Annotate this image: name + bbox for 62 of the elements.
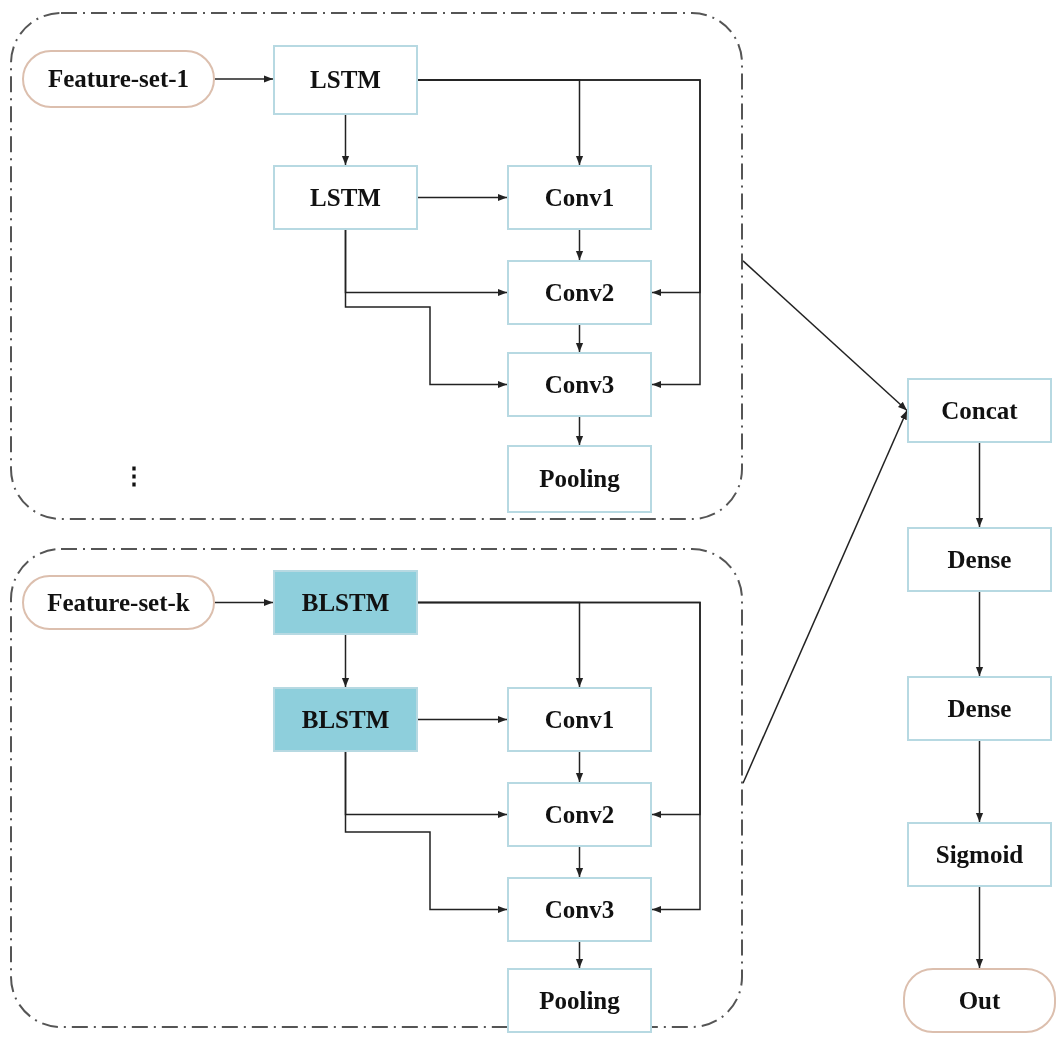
arrow <box>341 114 350 166</box>
arrow <box>975 740 984 823</box>
arrow <box>575 416 584 446</box>
arrow <box>341 634 350 688</box>
layer-label: Conv3 <box>544 895 615 924</box>
layer-label: Conv2 <box>544 278 615 307</box>
arrow <box>417 79 701 389</box>
arrow <box>417 715 508 724</box>
layer-box <box>507 165 652 230</box>
layer-box <box>273 165 418 230</box>
terminal-pill <box>22 575 215 630</box>
layer-label: Concat <box>941 396 1018 425</box>
layer-label: LSTM <box>310 183 381 212</box>
layer-label: Conv1 <box>544 183 615 212</box>
layer-label: Pooling <box>539 465 620 493</box>
layer-label: LSTM <box>310 66 381 94</box>
highlighted-layer-box <box>273 687 418 752</box>
arrow <box>575 324 584 353</box>
layer-box <box>507 260 652 325</box>
arrow <box>742 260 908 412</box>
ellipsis-label: ⋮ <box>122 462 146 490</box>
arrow <box>575 751 584 783</box>
layer-box <box>907 527 1052 592</box>
layer-label: Feature-set-1 <box>47 65 190 93</box>
layer-label: Conv3 <box>544 370 615 399</box>
arrow <box>214 598 274 607</box>
layer-label: Dense <box>947 545 1012 574</box>
layer-label: Sigmoid <box>935 840 1024 869</box>
arrow <box>575 229 584 261</box>
arrow <box>975 591 984 677</box>
layer-box <box>907 822 1052 887</box>
layer-label: Dense <box>947 694 1012 723</box>
arrow <box>344 229 508 389</box>
layer-box <box>907 378 1052 443</box>
terminal-pill <box>903 968 1056 1033</box>
arrow <box>575 846 584 878</box>
layer-label: Feature-set-k <box>47 588 190 617</box>
layer-label: BLSTM <box>301 705 390 734</box>
layer-box <box>507 352 652 417</box>
arrow <box>344 751 508 914</box>
layer-label: BLSTM <box>301 588 390 617</box>
arrow <box>214 75 274 83</box>
layer-box <box>507 968 652 1033</box>
highlighted-layer-box <box>273 570 418 635</box>
dashed-group-frame <box>10 12 743 520</box>
arrow <box>417 193 508 202</box>
arrow <box>975 442 984 528</box>
layer-box <box>507 687 652 752</box>
layer-label: Out <box>958 986 1001 1015</box>
layer-box <box>507 782 652 847</box>
terminal-pill <box>22 50 215 108</box>
arrow <box>417 601 701 914</box>
arrow <box>742 409 908 784</box>
layer-box <box>507 877 652 942</box>
layer-box <box>273 45 418 115</box>
layer-label: Conv2 <box>544 800 615 829</box>
arrow <box>575 941 584 969</box>
layer-label: Pooling <box>539 986 620 1015</box>
layer-label: Conv1 <box>544 705 615 734</box>
layer-box <box>507 445 652 513</box>
arrow <box>975 886 984 969</box>
layer-box <box>907 676 1052 741</box>
